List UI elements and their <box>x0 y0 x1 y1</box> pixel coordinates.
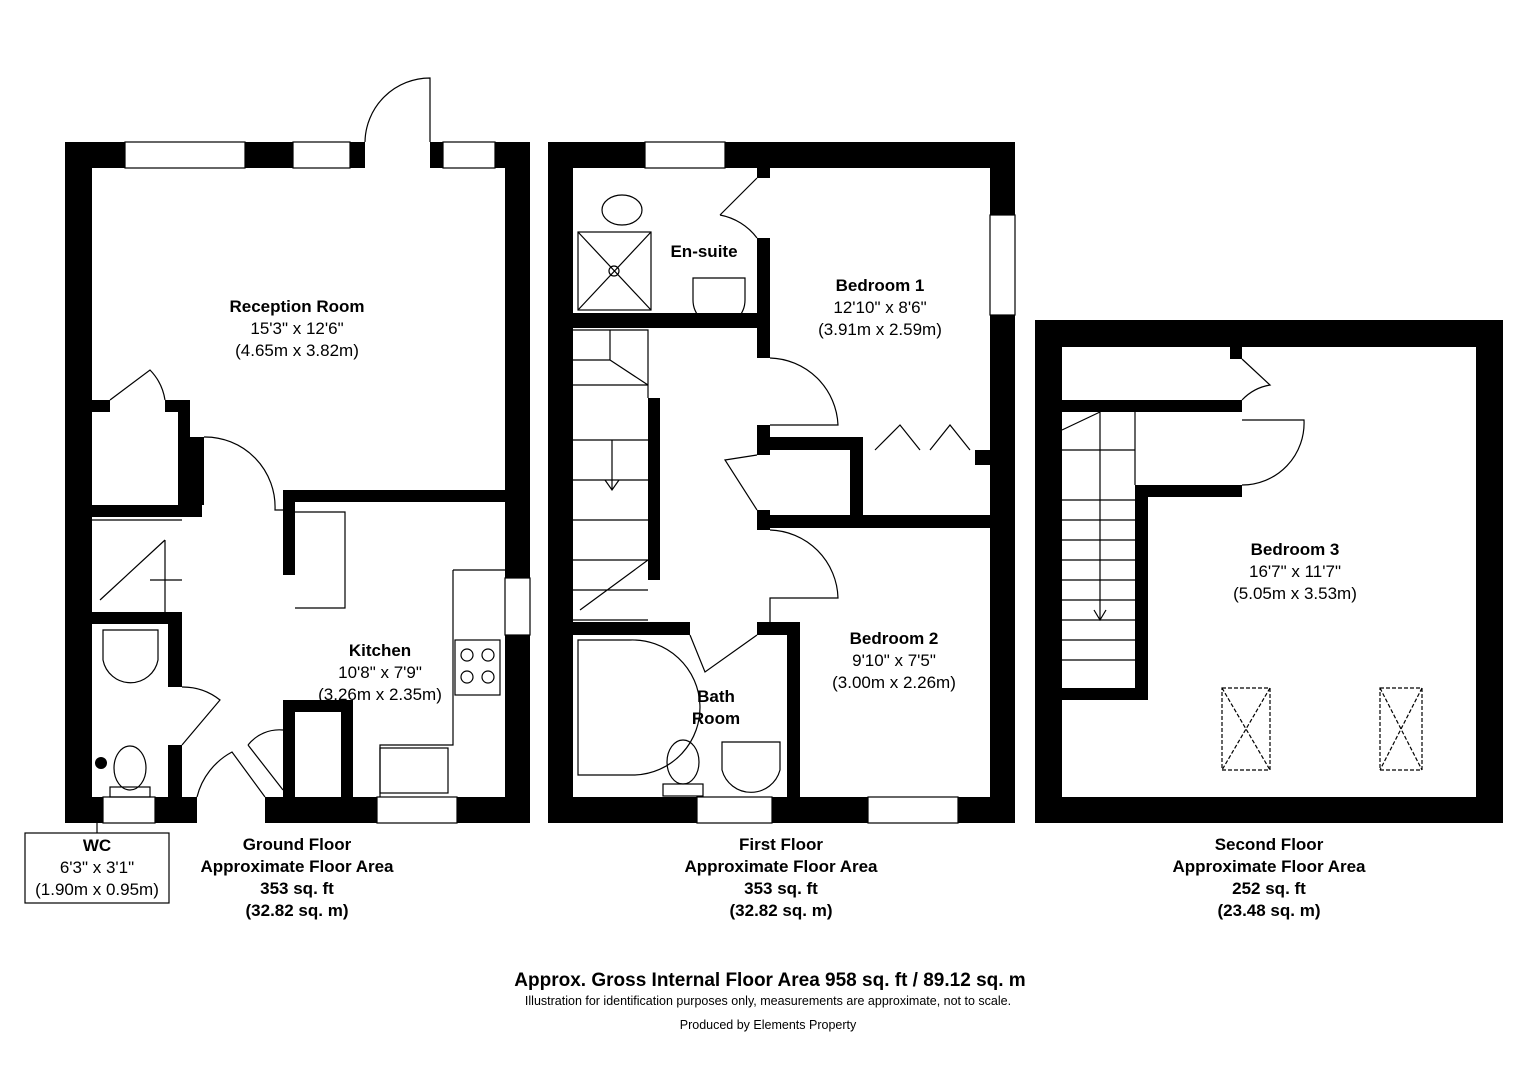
bedroom3-imperial: 16'7" x 11'7" <box>1249 562 1341 581</box>
ground-floor-name: Ground Floor <box>243 835 352 854</box>
disclaimer: Illustration for identification purposes… <box>525 994 1011 1008</box>
first-floor-sqm: (32.82 sq. m) <box>730 901 833 920</box>
bedroom2-name: Bedroom 2 <box>850 629 939 648</box>
wc-imperial: 6'3" x 3'1" <box>60 858 134 877</box>
second-floor-label: Approximate Floor Area <box>1172 857 1366 876</box>
ground-floor-sqft: 353 sq. ft <box>260 879 334 898</box>
window <box>867 796 959 824</box>
bedroom1-name: Bedroom 1 <box>836 276 925 295</box>
reception-room-name: Reception Room <box>229 297 364 316</box>
bedroom1-metric: (3.91m x 2.59m) <box>818 320 942 339</box>
window <box>644 141 726 169</box>
second-floor-plan <box>1035 320 1503 823</box>
total-floor-area: Approx. Gross Internal Floor Area 958 sq… <box>514 970 1025 991</box>
ground-floor-plan <box>24 77 531 904</box>
window <box>102 796 156 824</box>
bedroom3-metric: (5.05m x 3.53m) <box>1233 584 1357 603</box>
wc-metric: (1.90m x 0.95m) <box>35 880 159 899</box>
kitchen-name: Kitchen <box>349 641 411 660</box>
second-floor-sqft: 252 sq. ft <box>1232 879 1306 898</box>
bedroom2-imperial: 9'10" x 7'5" <box>852 651 936 670</box>
window <box>989 214 1016 316</box>
ensuite-name: En-suite <box>670 242 737 261</box>
first-floor-name: First Floor <box>739 835 823 854</box>
first-floor-plan <box>548 141 1016 824</box>
reception-room-imperial: 15'3" x 12'6" <box>250 319 343 338</box>
first-floor-sqft: 353 sq. ft <box>744 879 818 898</box>
reception-room-metric: (4.65m x 3.82m) <box>235 341 359 360</box>
window <box>696 796 773 824</box>
second-floor-name: Second Floor <box>1215 835 1324 854</box>
first-floor-label: Approximate Floor Area <box>684 857 878 876</box>
window <box>376 796 458 824</box>
bedroom2-metric: (3.00m x 2.26m) <box>832 673 956 692</box>
bedroom1-imperial: 12'10" x 8'6" <box>833 298 926 317</box>
bedroom3-name: Bedroom 3 <box>1251 540 1340 559</box>
ground-floor-sqm: (32.82 sq. m) <box>246 901 349 920</box>
window <box>292 141 351 169</box>
door-swing <box>364 77 431 143</box>
kitchen-imperial: 10'8" x 7'9" <box>338 663 422 682</box>
window <box>504 577 531 636</box>
wc-name: WC <box>83 836 111 855</box>
ground-floor-label: Approximate Floor Area <box>200 857 394 876</box>
second-floor-sqm: (23.48 sq. m) <box>1218 901 1321 920</box>
bathroom-name-line2: Room <box>692 709 740 728</box>
window <box>442 141 496 169</box>
window <box>124 141 246 169</box>
producer-credit: Produced by Elements Property <box>680 1018 857 1032</box>
kitchen-metric: (3.26m x 2.35m) <box>318 685 442 704</box>
bathroom-name-line1: Bath <box>697 687 735 706</box>
